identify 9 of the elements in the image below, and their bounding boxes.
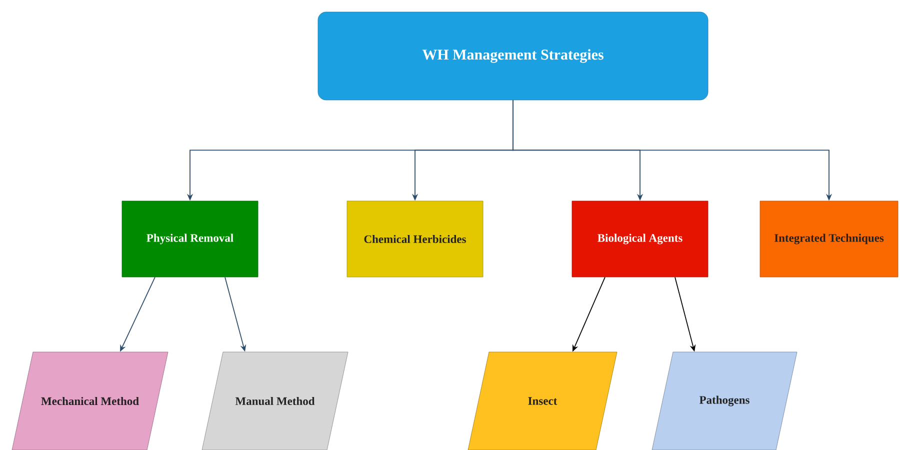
- category-box: Chemical Herbicides: [346, 200, 484, 278]
- category-box: Biological Agents: [572, 200, 708, 278]
- category-box: Integrated Techniques: [760, 200, 898, 278]
- method-parallelogram: Manual Method: [202, 352, 348, 450]
- method-parallelogram: Pathogens: [652, 352, 798, 450]
- title-box: WH Management Strategies: [318, 12, 708, 100]
- category-box: Physical Removal: [122, 200, 258, 278]
- method-parallelogram: Insect: [468, 352, 618, 450]
- method-parallelogram: Mechanical Method: [12, 352, 168, 450]
